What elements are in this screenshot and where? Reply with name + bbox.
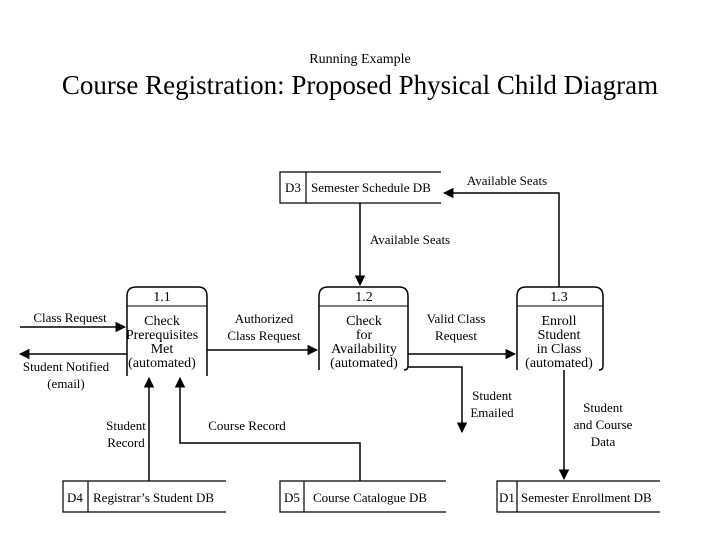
data-store-d5-name: Course Catalogue DB [313, 490, 427, 505]
process-1-1-shape [126, 286, 208, 376]
flow-authorized-request-label-2: Class Request [227, 328, 301, 343]
flow-available-seats-mid-label: Available Seats [370, 232, 450, 247]
process-1-2-line-1: Check [346, 314, 382, 329]
flow-student-emailed-line [408, 366, 468, 434]
data-store-d4-shape [62, 480, 226, 513]
flow-authorized-request: Authorized Class Request [207, 311, 319, 356]
flow-student-course-data-label-3: Data [591, 434, 616, 449]
flow-authorized-request-label-1: Authorized [235, 311, 294, 326]
flow-student-course-data-label-2: and Course [574, 417, 633, 432]
flow-valid-request-label-2: Request [435, 328, 477, 343]
process-1-2-line-4: (automated) [330, 356, 398, 371]
process-1-2-shape [318, 286, 409, 371]
process-1-2: 1.2 Check for Availability (automated) [318, 286, 409, 371]
data-store-d5-id: D5 [284, 490, 300, 505]
process-1-2-line-2: for [356, 328, 373, 343]
process-1-3-line-3: in Class [537, 342, 582, 357]
flow-available-seats-top-line [442, 187, 560, 287]
flow-student-emailed-label-2: Emailed [470, 405, 514, 420]
flow-course-record-label: Course Record [208, 418, 286, 433]
data-store-d3: D3 Semester Schedule DB [279, 171, 441, 204]
slide-title: Course Registration: Proposed Physical C… [61, 70, 659, 100]
flow-student-emailed-label-1: Student [472, 388, 512, 403]
data-store-d4-name: Registrar’s Student DB [93, 490, 214, 505]
process-1-1-line-3: Met [151, 342, 174, 357]
process-1-1-line-2: Prerequisites [126, 328, 198, 343]
process-1-3-line-4: (automated) [525, 356, 593, 371]
flow-class-request-label: Class Request [33, 310, 107, 325]
data-store-d1-name: Semester Enrollment DB [521, 490, 652, 505]
data-store-d1-id: D1 [499, 490, 515, 505]
data-store-d3-name: Semester Schedule DB [311, 180, 431, 195]
data-store-d5-shape [279, 480, 446, 513]
flow-valid-request: Valid Class Request [408, 311, 517, 360]
flow-class-request: Class Request [20, 310, 127, 333]
flow-available-seats-mid: Available Seats [354, 203, 450, 287]
process-1-1: 1.1 Check Prerequisites Met (automated) [126, 286, 208, 376]
flow-student-course-data-label-1: Student [583, 400, 623, 415]
data-store-d1-shape [496, 480, 660, 513]
process-1-3: 1.3 Enroll Student in Class (automated) [516, 286, 604, 371]
flow-student-notified-label-1: Student Notified [23, 359, 110, 374]
data-store-d3-id: D3 [285, 180, 301, 195]
slide-supertitle: Running Example [309, 52, 411, 67]
process-1-2-id: 1.2 [355, 290, 373, 305]
flow-available-seats-top: Available Seats [442, 173, 560, 287]
flow-student-notified-label-2: (email) [47, 376, 85, 391]
flow-student-record-label-1: Student [106, 418, 146, 433]
data-store-d5: D5 Course Catalogue DB [279, 480, 446, 513]
flow-course-record: Course Record [174, 376, 361, 481]
data-store-d4-id: D4 [67, 490, 83, 505]
data-store-d4: D4 Registrar’s Student DB [62, 480, 226, 513]
flow-course-record-line [174, 376, 361, 481]
process-1-3-id: 1.3 [550, 290, 568, 305]
flow-valid-request-label-1: Valid Class [427, 311, 486, 326]
process-1-1-id: 1.1 [153, 290, 171, 305]
process-1-3-line-1: Enroll [542, 314, 577, 329]
flow-student-record: Student Record [106, 376, 155, 481]
flow-student-record-label-2: Record [107, 435, 145, 450]
flow-student-notified: Student Notified (email) [18, 348, 127, 391]
process-1-1-line-1: Check [144, 314, 180, 329]
process-1-3-line-2: Student [538, 328, 581, 343]
data-store-d1: D1 Semester Enrollment DB [496, 480, 660, 513]
flow-student-course-data: Student and Course Data [558, 370, 633, 481]
flow-student-emailed: Student Emailed [408, 366, 514, 434]
process-1-3-shape [516, 286, 604, 371]
process-1-1-line-4: (automated) [128, 356, 196, 371]
process-1-2-line-3: Availability [331, 342, 397, 357]
flow-available-seats-top-label: Available Seats [467, 173, 547, 188]
